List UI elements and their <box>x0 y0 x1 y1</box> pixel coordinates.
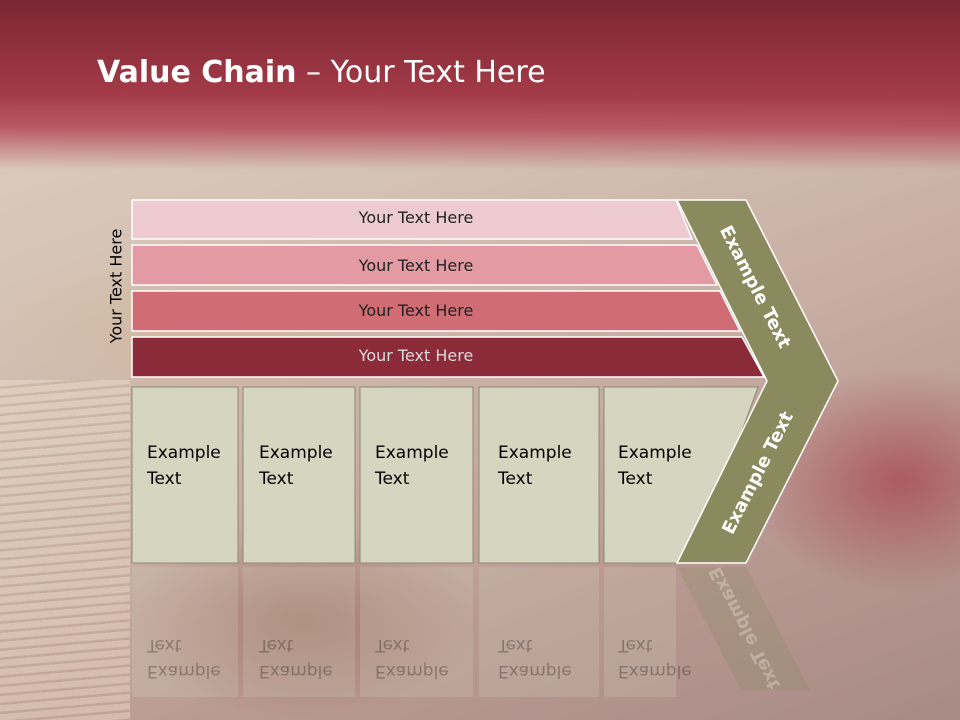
box-3-line2: Text <box>375 469 410 489</box>
box-5-reflection <box>604 567 676 697</box>
bar-2 <box>131 244 719 286</box>
title-banner <box>0 0 960 170</box>
box-2-line1: Example <box>259 443 333 463</box>
box-1-text-reflection: Example Text <box>147 632 221 684</box>
box-2-line2: Text <box>259 469 294 489</box>
box-2-reflect-line1: Example <box>259 661 333 681</box>
chevron-arrow <box>675 199 839 564</box>
box-5-reflect-line1: Example <box>618 661 692 681</box>
bar-4 <box>131 336 766 378</box>
chevron-reflection <box>677 567 810 690</box>
box-4-reflection <box>479 567 599 697</box>
bar-1 <box>131 199 694 240</box>
box-4-line2: Text <box>498 469 533 489</box>
bar-2-label: Your Text Here <box>358 256 474 275</box>
slide-title: Value Chain – Your Text Here <box>97 55 546 90</box>
box-3 <box>359 386 474 564</box>
box-1-line1: Example <box>147 443 221 463</box>
box-3-reflect-line1: Example <box>375 661 449 681</box>
title-rest: – Your Text Here <box>296 55 546 90</box>
box-4 <box>478 386 600 564</box>
box-2-reflect-line2: Text <box>259 635 294 655</box>
box-1-reflect-line1: Example <box>147 661 221 681</box>
bar-3 <box>131 290 742 332</box>
box-3-text-reflection: Example Text <box>375 632 449 684</box>
bar-1-label: Your Text Here <box>358 208 474 227</box>
box-4-reflect-line1: Example <box>498 661 572 681</box>
box-5-line1: Example <box>618 443 692 463</box>
box-5-text-reflection: Example Text <box>618 632 692 684</box>
box-5-reflect-line2: Text <box>618 635 653 655</box>
box-1 <box>131 386 239 564</box>
box-2-reflection <box>243 567 355 697</box>
box-3-reflect-line2: Text <box>375 635 410 655</box>
box-1-line2: Text <box>147 469 182 489</box>
box-3-line1: Example <box>375 443 449 463</box>
box-4-line1: Example <box>498 443 572 463</box>
bar-4-label: Your Text Here <box>358 346 474 365</box>
box-2-text-reflection: Example Text <box>259 632 333 684</box>
title-bold: Value Chain <box>97 55 297 90</box>
box-5-line2: Text <box>618 469 653 489</box>
box-1-reflect-line2: Text <box>147 635 182 655</box>
box-2 <box>242 386 356 564</box>
box-3-reflection <box>360 567 473 697</box>
box-1-reflection <box>132 567 238 697</box>
bar-3-label: Your Text Here <box>358 301 474 320</box>
box-4-reflect-line2: Text <box>498 635 533 655</box>
background-book-pages <box>0 380 130 720</box>
box-4-text-reflection: Example Text <box>498 632 572 684</box>
